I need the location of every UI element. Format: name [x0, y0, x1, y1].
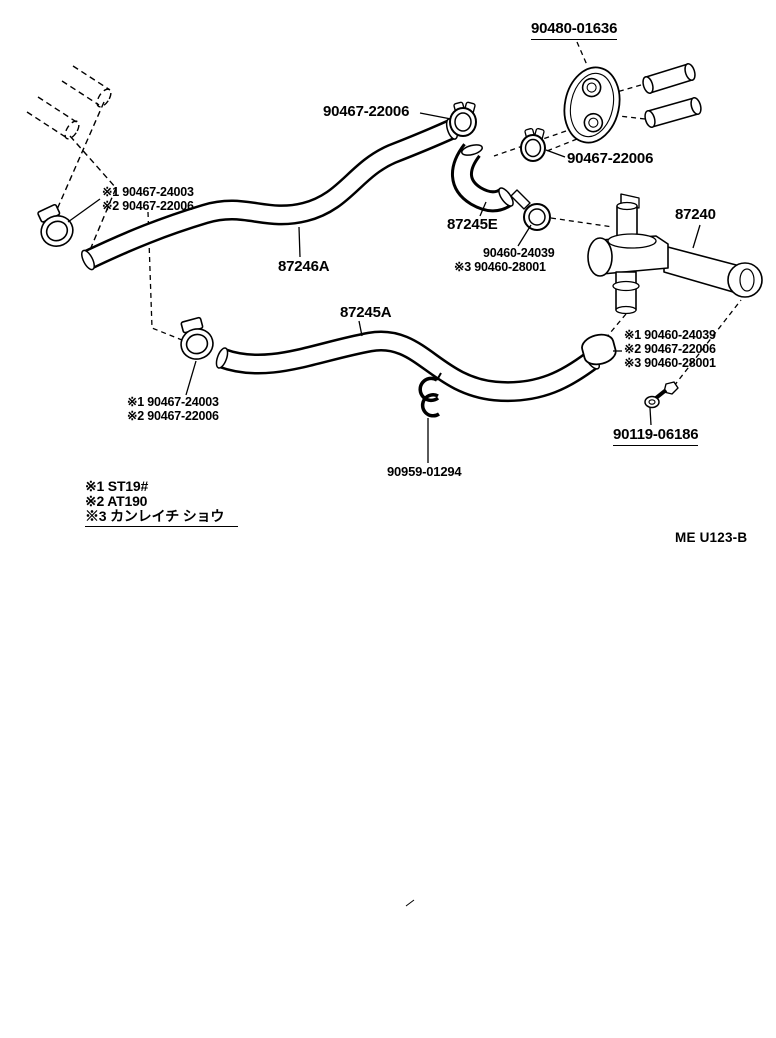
label-elbow-hose-part: 87245E	[447, 216, 498, 233]
water-valve-87240	[587, 193, 763, 315]
label-valve-outlet-clamp-note-3: ※3 90460-28001	[624, 356, 716, 370]
band-clamp-valve-outlet	[581, 333, 617, 366]
tick-mark	[405, 899, 415, 907]
label-valve-inlet-clamp-note-2: ※3 90460-28001	[454, 260, 546, 274]
bolt-with-washer	[644, 381, 679, 409]
label-upper-clamp-part: 90467-22006	[323, 103, 410, 120]
figure-code: ME U123-B	[675, 530, 748, 545]
spring-clamp-upper	[449, 101, 477, 137]
body-pipes-left	[26, 65, 117, 251]
leader-lines	[67, 112, 701, 463]
label-bolt-part: 90119-06186	[613, 426, 699, 446]
hose-clamp-upper-left	[37, 203, 74, 247]
tab-clamp-valve-inlet	[510, 189, 551, 231]
label-valve-inlet-clamp-note-1: 90460-24039	[483, 246, 555, 260]
hose-clip	[418, 372, 442, 418]
label-upper-left-clamp-note-1: ※1 90467-24003	[102, 185, 194, 199]
hose-clamp-lower-left	[180, 316, 214, 360]
label-lower-hose-part: 87245A	[340, 304, 392, 321]
legend-item-3: ※3 カンレイチ ショウ	[85, 508, 239, 528]
label-elbow-clamp-part: 90467-22006	[567, 150, 654, 167]
lower-hose-87245A	[215, 330, 601, 403]
body-pipes-right	[642, 63, 702, 129]
label-grommet-part: 90480-01636	[531, 20, 617, 40]
label-valve-part: 87240	[675, 206, 716, 223]
label-valve-outlet-clamp-note-1: ※1 90460-24039	[624, 328, 716, 342]
label-upper-hose-part: 87246A	[278, 258, 330, 275]
legend-item-1: ※1 ST19#	[85, 478, 149, 494]
label-lower-left-clamp-note-1: ※1 90467-24003	[127, 395, 219, 409]
label-clip-part: 90959-01294	[387, 464, 462, 479]
label-lower-left-clamp-note-2: ※2 90467-22006	[127, 409, 219, 423]
label-upper-left-clamp-note-2: ※2 90467-22006	[102, 199, 194, 213]
elbow-hose-87245E	[451, 143, 514, 213]
label-valve-outlet-clamp-note-2: ※2 90467-22006	[624, 342, 716, 356]
legend-item-2: ※2 AT190	[85, 493, 148, 509]
spring-clamp-elbow	[520, 127, 546, 162]
grommet-plate	[563, 66, 621, 144]
